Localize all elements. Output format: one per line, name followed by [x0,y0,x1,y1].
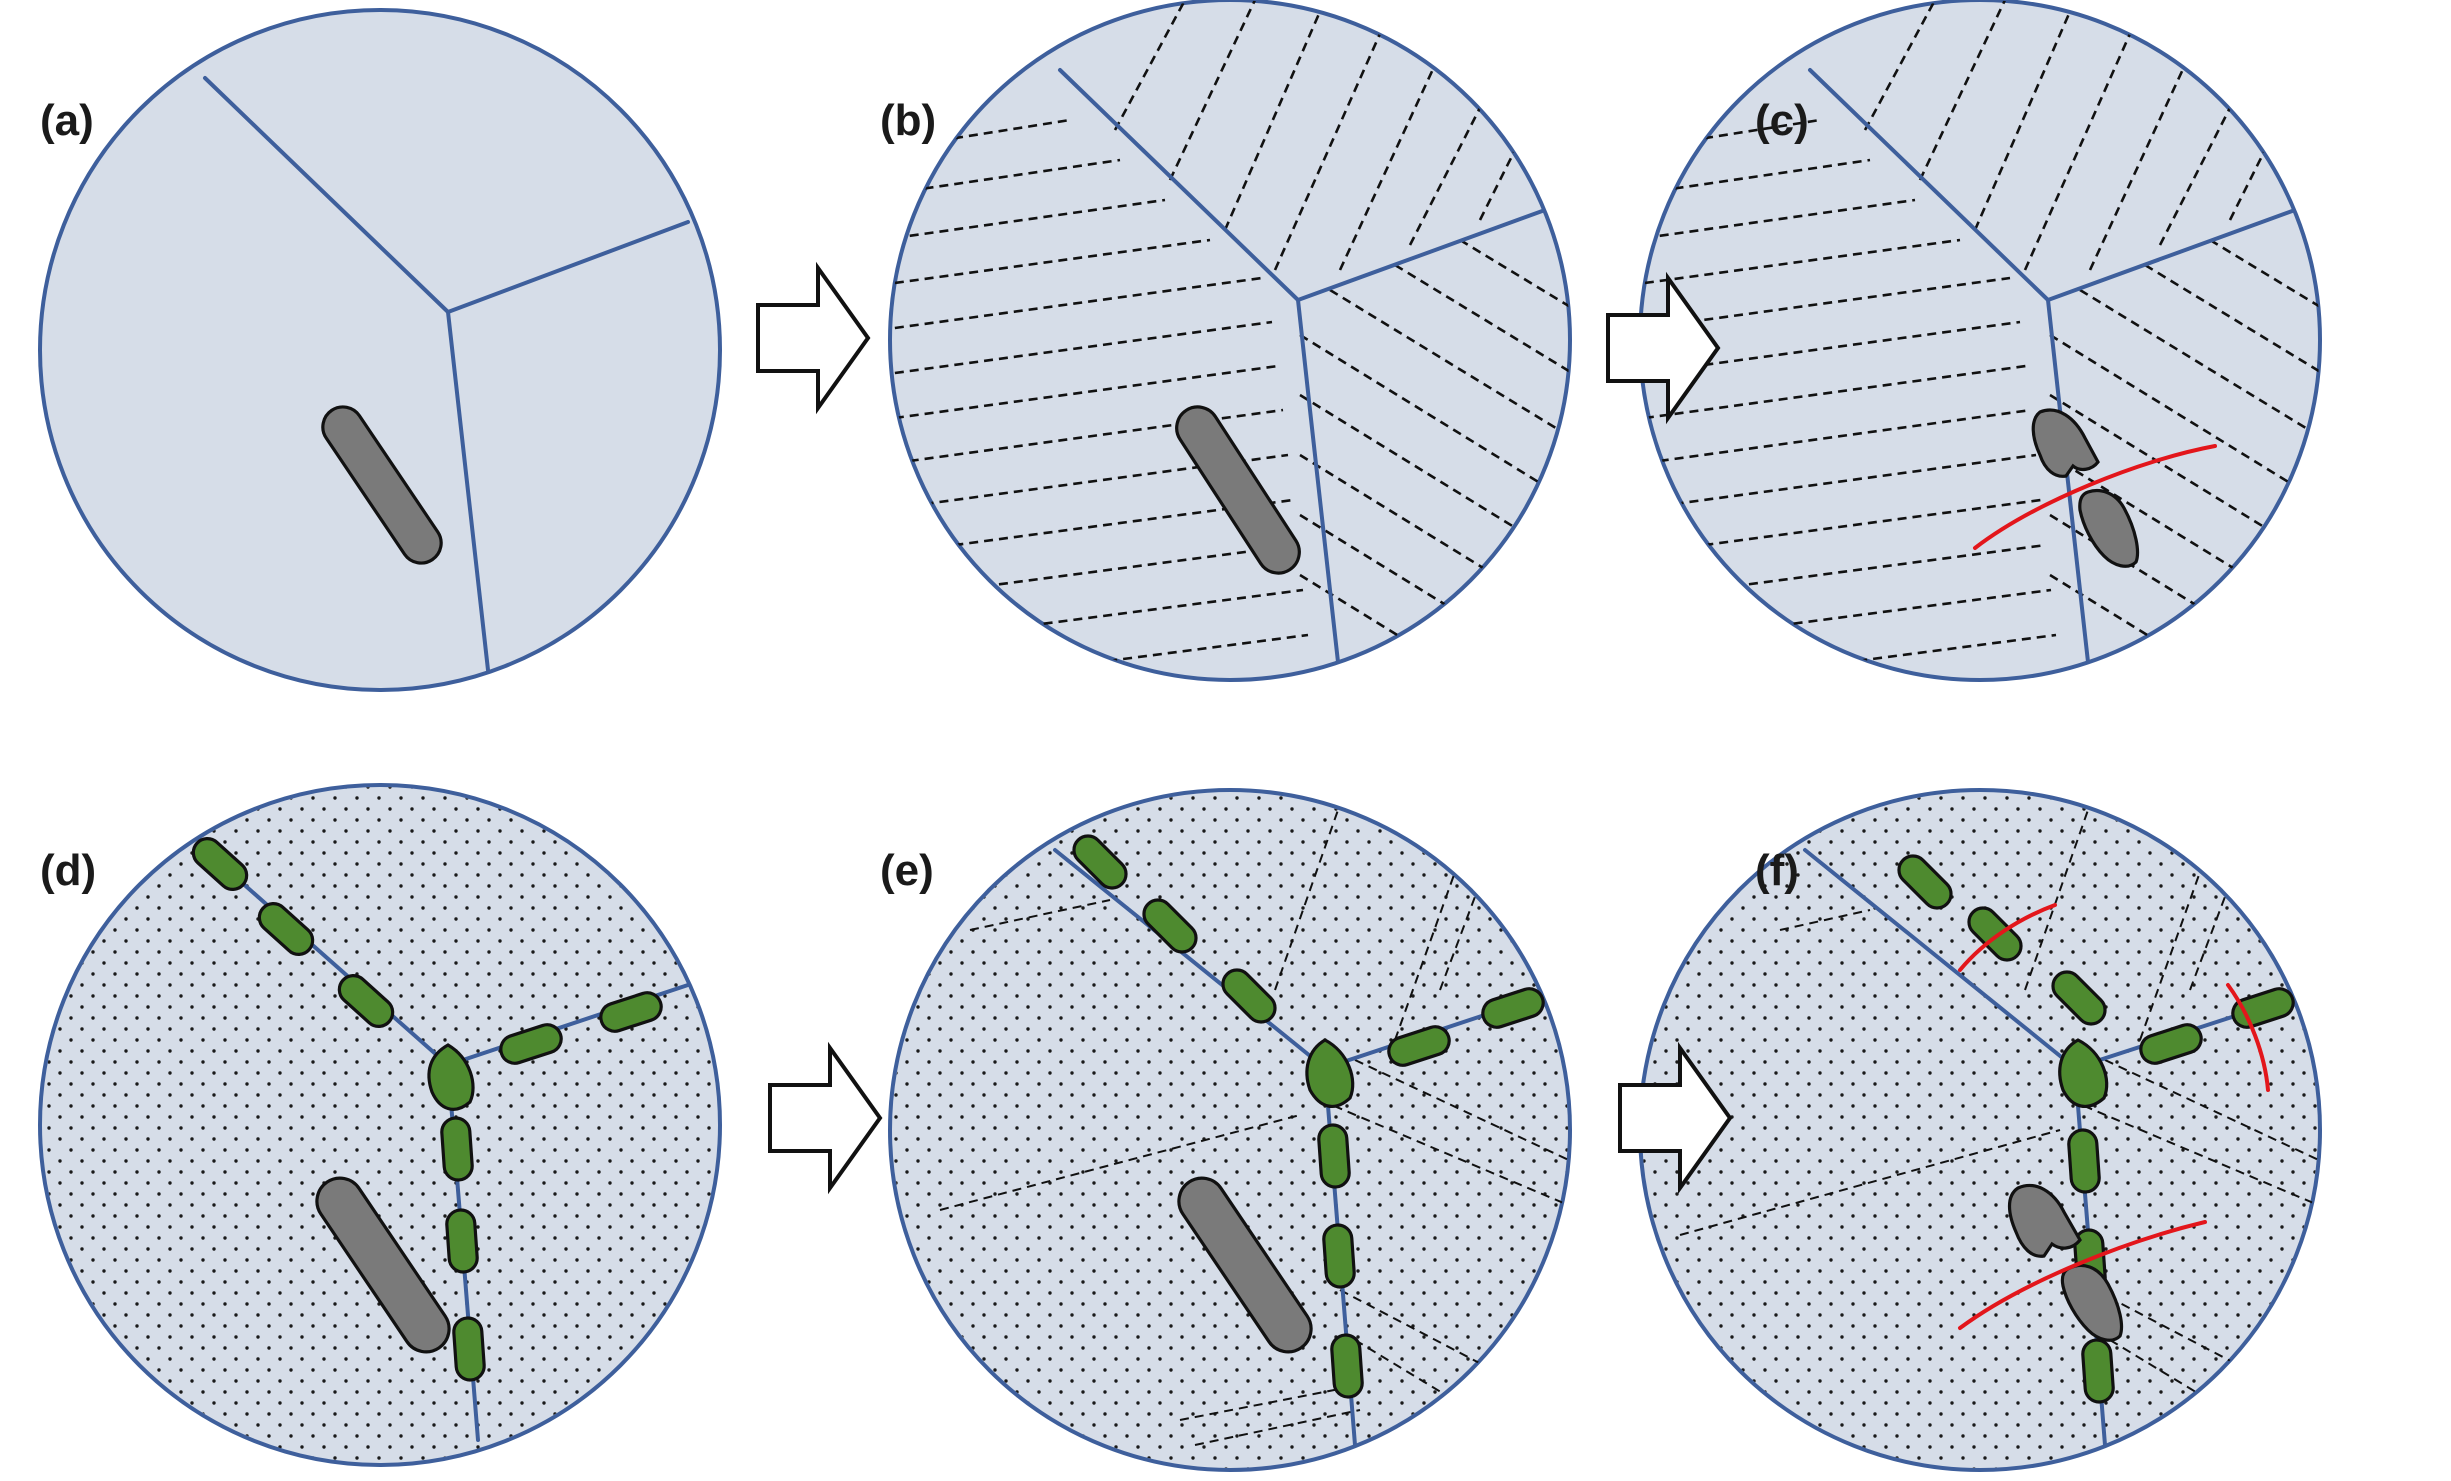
hollow-right-arrow-icon [768,1041,883,1195]
hollow-right-arrow-icon [1606,271,1721,425]
twin-lines-top-grain-c [1863,0,2320,271]
panel-c: (c) [1638,0,2322,682]
crack-f-upper-left [1958,903,2057,972]
particle-d [315,1176,451,1354]
panel-label-e: (e) [880,846,934,895]
panel-label-f: (f) [1755,846,1799,895]
precipitates-d [191,837,663,1382]
panel-a: (a) [38,8,722,692]
dot-texture-e [892,792,1568,1468]
fractured-particle-upper-f [2007,1183,2082,1258]
particle-b [1175,405,1301,575]
grain-circle-a [38,8,722,692]
particle-a [321,405,443,565]
panel-b: (b) [880,0,1572,682]
precipitates-e [1072,834,1545,1399]
fractured-particle-lower-c [2078,488,2140,568]
grain-boundary-c-lower [2046,298,2092,680]
panel-label-a: (a) [40,96,94,145]
hollow-right-arrow-icon [1618,1041,1733,1195]
panel-e: (e) [880,788,1572,1472]
panel-label-c: (c) [1755,96,1809,145]
panel-label-d: (d) [40,846,96,895]
dot-texture-d [42,787,718,1463]
panel-d: (d) [38,783,722,1467]
grain-boundary-b-lower [1296,298,1342,680]
crack-c [1973,444,2217,550]
crack-f-main [1958,1220,2207,1330]
dot-texture-f [1642,792,2318,1468]
grain-circle-c [1638,0,2322,682]
hollow-right-arrow-icon [756,261,871,415]
grain-boundary-a-lower [446,310,490,672]
fractured-particle-lower-f [2060,1263,2124,1342]
crack-f-upper-right [2226,983,2270,1092]
fractured-particle-upper-c [2031,408,2100,478]
panel-label-b: (b) [880,96,936,145]
panel-f: (f) [1638,788,2322,1472]
particle-e [1177,1176,1313,1354]
grain-circle-b [888,0,1572,682]
